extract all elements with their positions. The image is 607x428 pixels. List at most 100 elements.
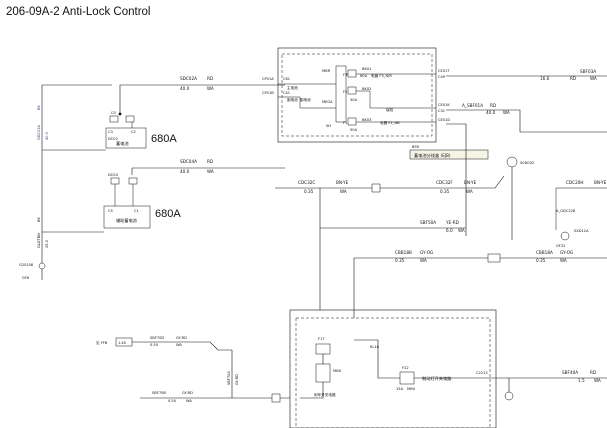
pin-left-0: CP01A [262,77,274,81]
mid-wire-4-type: WA [560,258,567,263]
right-edge-color: BN-YE [594,180,607,185]
gf-ref-id: GF22 [556,244,565,248]
fuse-f1-label: F1 [343,121,347,125]
relay-box-inner [295,317,491,428]
right-wire-0-circuit: SBF03A [580,69,596,74]
relay-out-gauge: 1.5 [578,378,585,383]
mid-wire-1-color: BN-YE [464,180,477,185]
fuse-f1 [347,117,357,126]
right-wire-0-color: RD [570,76,576,81]
wire-battery-to-fusebox [119,84,285,114]
fuse-caption-text: 蓄电池分线盒 (EJB) [414,152,451,159]
pin-right-3: C31 [438,109,445,113]
connector-bk03: BK03 [362,118,371,122]
main-battery-pin-b: C2 [131,130,136,134]
fuse-f3 [347,69,357,78]
left-upper-gauge: 40.0 [45,131,49,140]
ref-label: 见 FFB [96,341,108,345]
left-ground-wiring: GDC02A BK 40.0 GLOTBN BK 25.0 G20108 GF8 [19,84,112,280]
fuse-label-main: 主电池 [287,85,298,90]
right-edge: CDC20H BN-YE A_GDC228 GF22 SXD12A [555,180,607,248]
left-upper-color: BK [37,105,41,110]
gf-ref-label: A_GDC228 [556,209,576,213]
fuse-f2-label: F2 [343,90,347,94]
relay-k3-id: F17 [318,337,325,341]
bottom-wire-1 [132,341,232,351]
relay-out-color: RD [590,370,596,375]
fuse-f2 [347,86,357,95]
mid-wires: CDC32C BN-YE 0.35 WA CDC32F BN-YE 0.35 W… [275,156,607,318]
main-battery-terminal-a [109,115,119,123]
relay-pin: C2213 [476,371,488,375]
relay-k2-value: 15A [396,387,404,391]
main-battery-body [105,127,147,149]
mid-wire-3-gauge: 0.35 [395,258,405,263]
pin-right-2: CE01K [438,103,450,107]
mid-wire-2-circuit: SBF50A [420,220,436,225]
bottom-wire2-circuit: SBF70B [152,391,166,395]
right-wires: SBF03A 16.0 RD WA A_SBF01A RD 40.0 WA [446,69,607,236]
mid-wire-2-gauge: 6.0 [446,228,453,233]
top-wire-gauge: 40.0 [180,86,190,91]
relay-k3 [315,343,331,355]
fuse-f3-value: 60A [360,74,368,78]
mid-wire-0-circuit: CDC32C [298,180,315,185]
relay-box-outer [289,309,497,428]
fuse-caption: BFB 蓄电池分线盒 (EJB) [409,145,489,160]
relay-out-circuit: SBF40A [562,370,578,375]
relay-switch-label: 刹车开关电路 [314,392,336,397]
left-lower-gauge: 25.0 [45,239,49,248]
left-lower-circuit: GLOTBN [37,233,41,248]
ground-symbol [38,262,46,270]
wire-fuse-down [446,123,467,236]
splice-id: S0D032 [520,161,534,165]
fuse-id-mbr: MBR [322,69,331,73]
main-battery: C0 C3 C2 DC02 蓄电池 680A [105,111,177,149]
bottom-wire1-color: GY-RD [176,336,187,340]
aux-battery-body [103,205,151,229]
right-edge-circuit: CDC20H [566,180,584,185]
fuse-box-inner [281,53,433,137]
bottom-wire3-color: GY-RD [235,374,239,385]
fuse-f1-value: 50A [350,128,358,132]
right-wire-0-gauge: 16.0 [540,76,550,81]
aux-battery-terminal-a [110,177,120,185]
bottom-wire2-gauge: 0.50 [168,399,177,403]
fuse-f2-name: 保险 [386,107,394,112]
fuse-id-sh: SH [326,124,331,128]
aux-battery-pin-b: C1 [134,209,139,213]
bottom-wire1-circuit: SBF70D [150,336,164,340]
mid-wire-0-gauge: 0.35 [304,189,314,194]
fuse-f1-name: 电器 F2_NB [380,120,400,125]
main-battery-conn-top: C0 [111,111,117,115]
right-wire-1 [446,109,607,133]
aux-battery-label: 680A [155,208,181,220]
main-battery-pin-a: C3 [108,130,113,134]
connector-bk02: BK02 [362,87,371,91]
gf-ref-id2: SXD12A [574,229,589,233]
top-main-wire: SDC02A RD 40.0 WA [118,76,285,116]
aux-battery-terminal-b [128,177,138,185]
bottom-wire3-circuit: SBF70A [227,371,231,385]
pin-left-1: C61 [283,77,290,81]
relay-k3-value: MINI [333,369,341,373]
fuse-box: MBR MEGA SH 主电池 副电池 副电池 CP01A C61 CP01B … [262,47,450,143]
main-battery-name: 蓄电池 [116,140,129,147]
right-wire-0-type: WA [590,76,597,81]
mid-wire-1-gauge: 0.35 [440,189,450,194]
fuse-bus-bar [335,65,347,123]
mid-wire-1-circuit: CDC32F [436,180,453,185]
top-wire-circuit: SDC02A [180,76,197,81]
ground-id: G20108 [19,263,34,267]
mid-wire-0-type: WA [340,189,347,194]
fuse-label-aux2: 副电池 [300,97,311,102]
splice-symbol [506,156,518,168]
fuse-caption-code: BFB [412,145,420,149]
fuse-box-outer [277,47,437,143]
bottom-wire2-color: GY-RD [182,391,193,395]
main-battery-terminal-b [125,115,135,123]
mid-wire-2-type: WA [458,228,465,233]
aux-wire-color: RD [207,159,213,164]
bottom-left: 见 FFB 1.40 SBF70D GY-RD 0.50 WA SBF70A G… [96,336,290,403]
